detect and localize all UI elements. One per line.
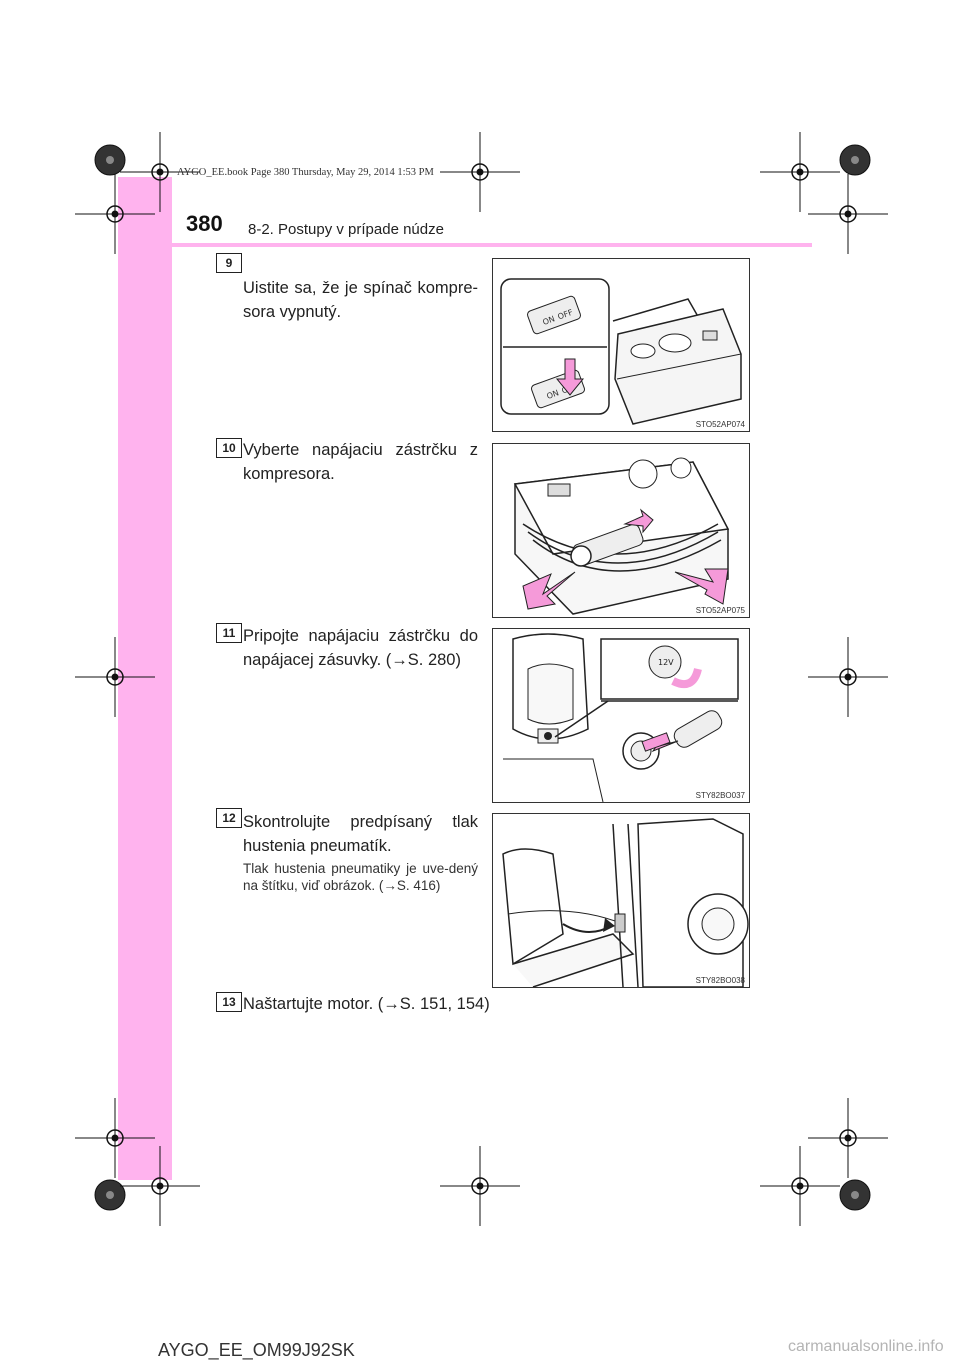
- power-socket-illustration: 12V: [503, 633, 739, 802]
- step-text: Pripojte napájaciu zástrčku do napájacej…: [243, 627, 478, 669]
- step-text: Uistite sa, že je spínač kompre-sora vyp…: [243, 279, 478, 321]
- arrow-icon: [641, 732, 671, 752]
- on-label: ON: [545, 388, 560, 401]
- header-rule: [118, 243, 812, 247]
- compressor-switch-illustration: ON OFF ON OFF: [500, 278, 742, 425]
- rotate-arrow-icon: [671, 667, 702, 688]
- step-number: 12: [216, 808, 242, 828]
- step-number: 9: [216, 253, 242, 273]
- figure-tire-label: STY82BO038: [492, 813, 750, 988]
- figure-power-plug: STO52AP075: [492, 443, 750, 618]
- figure-code: STY82BO037: [695, 791, 745, 800]
- figure-code: STO52AP074: [695, 420, 745, 429]
- socket-voltage-label: 12V: [658, 658, 674, 667]
- figure-code: STO52AP075: [695, 606, 745, 615]
- footer-code: AYGO_EE_OM99J92SK: [158, 1340, 355, 1360]
- tire-label-illustration: [502, 818, 749, 987]
- step-text: Skontrolujte predpísaný tlak hustenia pn…: [243, 813, 478, 855]
- section-title: 8-2. Postupy v prípade núdze: [248, 221, 444, 238]
- book-info: AYGO_EE.book Page 380 Thursday, May 29, …: [177, 167, 434, 178]
- site-watermark: carmanualsonline.info: [788, 1338, 944, 1355]
- step-number: 10: [216, 438, 242, 458]
- arrow-icon: [623, 508, 654, 534]
- power-plug-illustration: [513, 457, 730, 615]
- arrow-down-icon: [555, 358, 585, 396]
- arrow-icon: [674, 568, 729, 605]
- step-text: Vyberte napájaciu zástrčku z kompresora.: [243, 441, 478, 483]
- on-label: ON: [541, 314, 556, 327]
- side-tab-bar: [118, 177, 172, 1180]
- step-text: Naštartujte motor. (→S. 151, 154): [243, 995, 490, 1013]
- figure-compressor-switch: ON OFF ON OFF STO52AP074: [492, 258, 750, 432]
- figure-power-socket: 12V STY82BO037: [492, 628, 750, 803]
- step-note: Tlak hustenia pneumatiky je uve-dený na …: [243, 861, 478, 893]
- page-number: 380: [186, 211, 223, 236]
- step-number: 13: [216, 992, 242, 1012]
- arrow-icon: [522, 571, 576, 610]
- figure-code: STY82BO038: [695, 976, 745, 985]
- step-number: 11: [216, 623, 242, 643]
